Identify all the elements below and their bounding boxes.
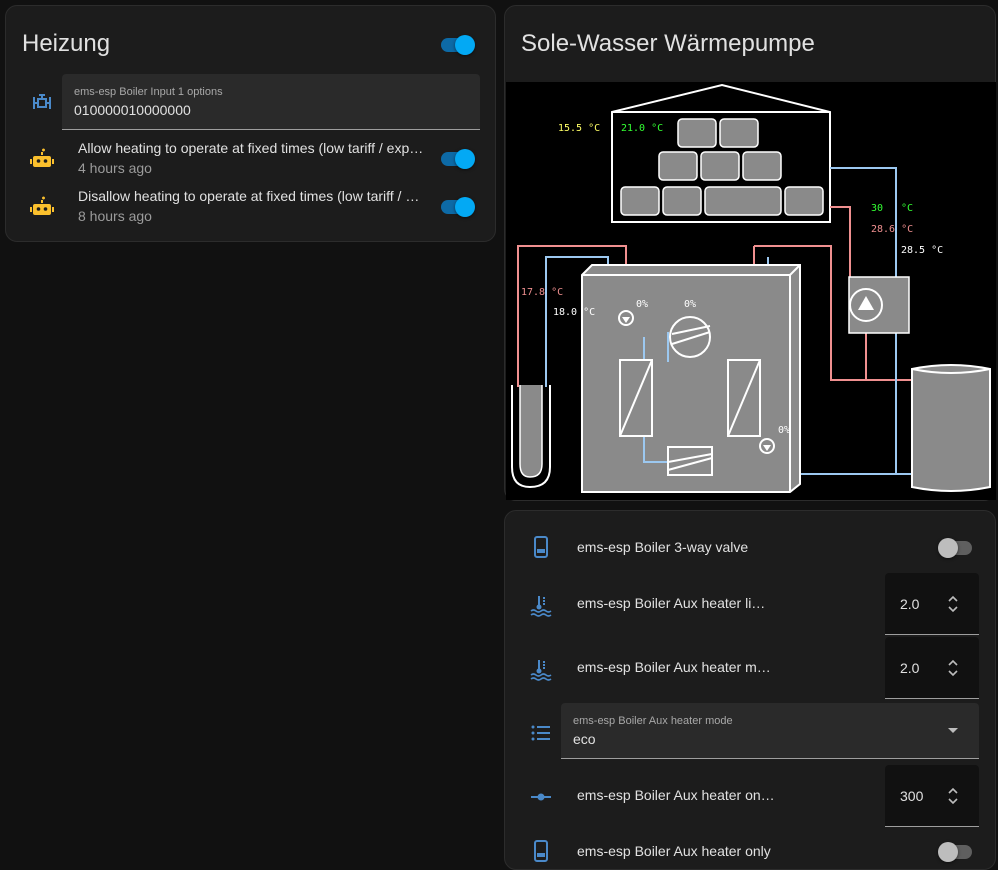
- card-title-heatpump: Sole-Wasser Wärmepumpe: [521, 30, 815, 57]
- automation-allow-time: 4 hours ago: [78, 160, 152, 176]
- automation-disallow-toggle[interactable]: [439, 195, 475, 217]
- card-title-heizung: Heizung: [22, 30, 111, 57]
- ground-loop-outer: [511, 385, 551, 489]
- dropdown-arrow-icon[interactable]: [947, 725, 959, 735]
- aux-heater-limit-input[interactable]: 2.0: [885, 573, 979, 635]
- toggle-knob: [455, 197, 475, 217]
- water-heater-icon: [534, 840, 548, 862]
- input-1-options-value: 010000010000000: [74, 102, 191, 118]
- compressor-percent: 0%: [684, 299, 696, 310]
- water-heater-icon: [534, 536, 548, 558]
- robot-icon: [30, 148, 54, 167]
- slider-icon: [531, 793, 551, 801]
- supply-temp-value: 30: [871, 203, 883, 214]
- heizung-master-toggle[interactable]: [439, 33, 475, 55]
- storage-tank: [911, 364, 991, 492]
- brine-out-temp: 18.0 °C: [553, 307, 595, 318]
- unfold-icon[interactable]: [945, 785, 961, 807]
- aux-heater-on-input[interactable]: 300: [885, 765, 979, 827]
- water-thermometer-icon: [530, 596, 552, 617]
- supply-temp-unit: °C: [901, 203, 913, 214]
- aux-heater-mode-select[interactable]: ems-esp Boiler Aux heater mode eco: [561, 703, 979, 759]
- flow-temp: 28.5 °C: [901, 245, 943, 256]
- outdoor-temp: 15.5 °C: [558, 123, 600, 134]
- valve-icon: [33, 94, 51, 109]
- unfold-icon[interactable]: [945, 593, 961, 615]
- house-bricks: [620, 118, 824, 216]
- input-1-options-label: ems-esp Boiler Input 1 options: [74, 86, 223, 98]
- automation-allow-label: Allow heating to operate at fixed times …: [78, 140, 424, 156]
- toggle-knob: [455, 149, 475, 169]
- aux-heater-on-value: 300: [900, 788, 924, 804]
- aux-heater-max-value: 2.0: [900, 660, 920, 676]
- unfold-icon[interactable]: [945, 657, 961, 679]
- three-way-valve-label: ems-esp Boiler 3-way valve: [577, 539, 749, 555]
- entities-card: ems-esp Boiler 3-way valve ems-esp Boile…: [504, 510, 996, 870]
- robot-icon: [30, 196, 54, 215]
- automation-disallow-label: Disallow heating to operate at fixed tim…: [78, 188, 420, 204]
- aux-heater-mode-value: eco: [573, 731, 596, 747]
- automation-disallow-time: 8 hours ago: [78, 208, 152, 224]
- heating-pump-percent: 0%: [778, 425, 790, 436]
- brine-pump-percent: 0%: [636, 299, 648, 310]
- aux-heater-only-toggle[interactable]: [938, 840, 974, 862]
- aux-heater-mode-label: ems-esp Boiler Aux heater mode: [573, 715, 733, 727]
- toggle-knob: [455, 35, 475, 55]
- aux-heater-limit-value: 2.0: [900, 596, 920, 612]
- aux-heater-limit-label: ems-esp Boiler Aux heater li…: [577, 595, 766, 611]
- three-way-valve-toggle[interactable]: [938, 536, 974, 558]
- aux-heater-on-label: ems-esp Boiler Aux heater on…: [577, 787, 775, 803]
- brine-in-temp: 17.8 °C: [521, 287, 563, 298]
- format-list-icon: [531, 725, 550, 741]
- return-temp: 28.6 °C: [871, 224, 913, 235]
- input-1-options-field[interactable]: ems-esp Boiler Input 1 options 010000010…: [62, 74, 480, 130]
- toggle-knob: [938, 842, 958, 862]
- compressor: [669, 316, 711, 358]
- toggle-knob: [938, 538, 958, 558]
- water-thermometer-icon: [530, 660, 552, 681]
- heizung-card: Heizung ems-esp Boiler Input 1 options 0…: [5, 5, 496, 242]
- aux-heater-max-label: ems-esp Boiler Aux heater m…: [577, 659, 771, 675]
- ground-loop-inner: [519, 385, 543, 478]
- indoor-temp: 21.0 °C: [621, 123, 663, 134]
- automation-allow-toggle[interactable]: [439, 147, 475, 169]
- heatpump-diagram: 15.5 °C 21.0 °C 30 °C 28.6 °C 28.5 °C 17…: [506, 82, 996, 500]
- aux-heater-max-input[interactable]: 2.0: [885, 637, 979, 699]
- heatpump-diagram-svg: 15.5 °C 21.0 °C 30 °C 28.6 °C 28.5 °C 17…: [511, 83, 991, 493]
